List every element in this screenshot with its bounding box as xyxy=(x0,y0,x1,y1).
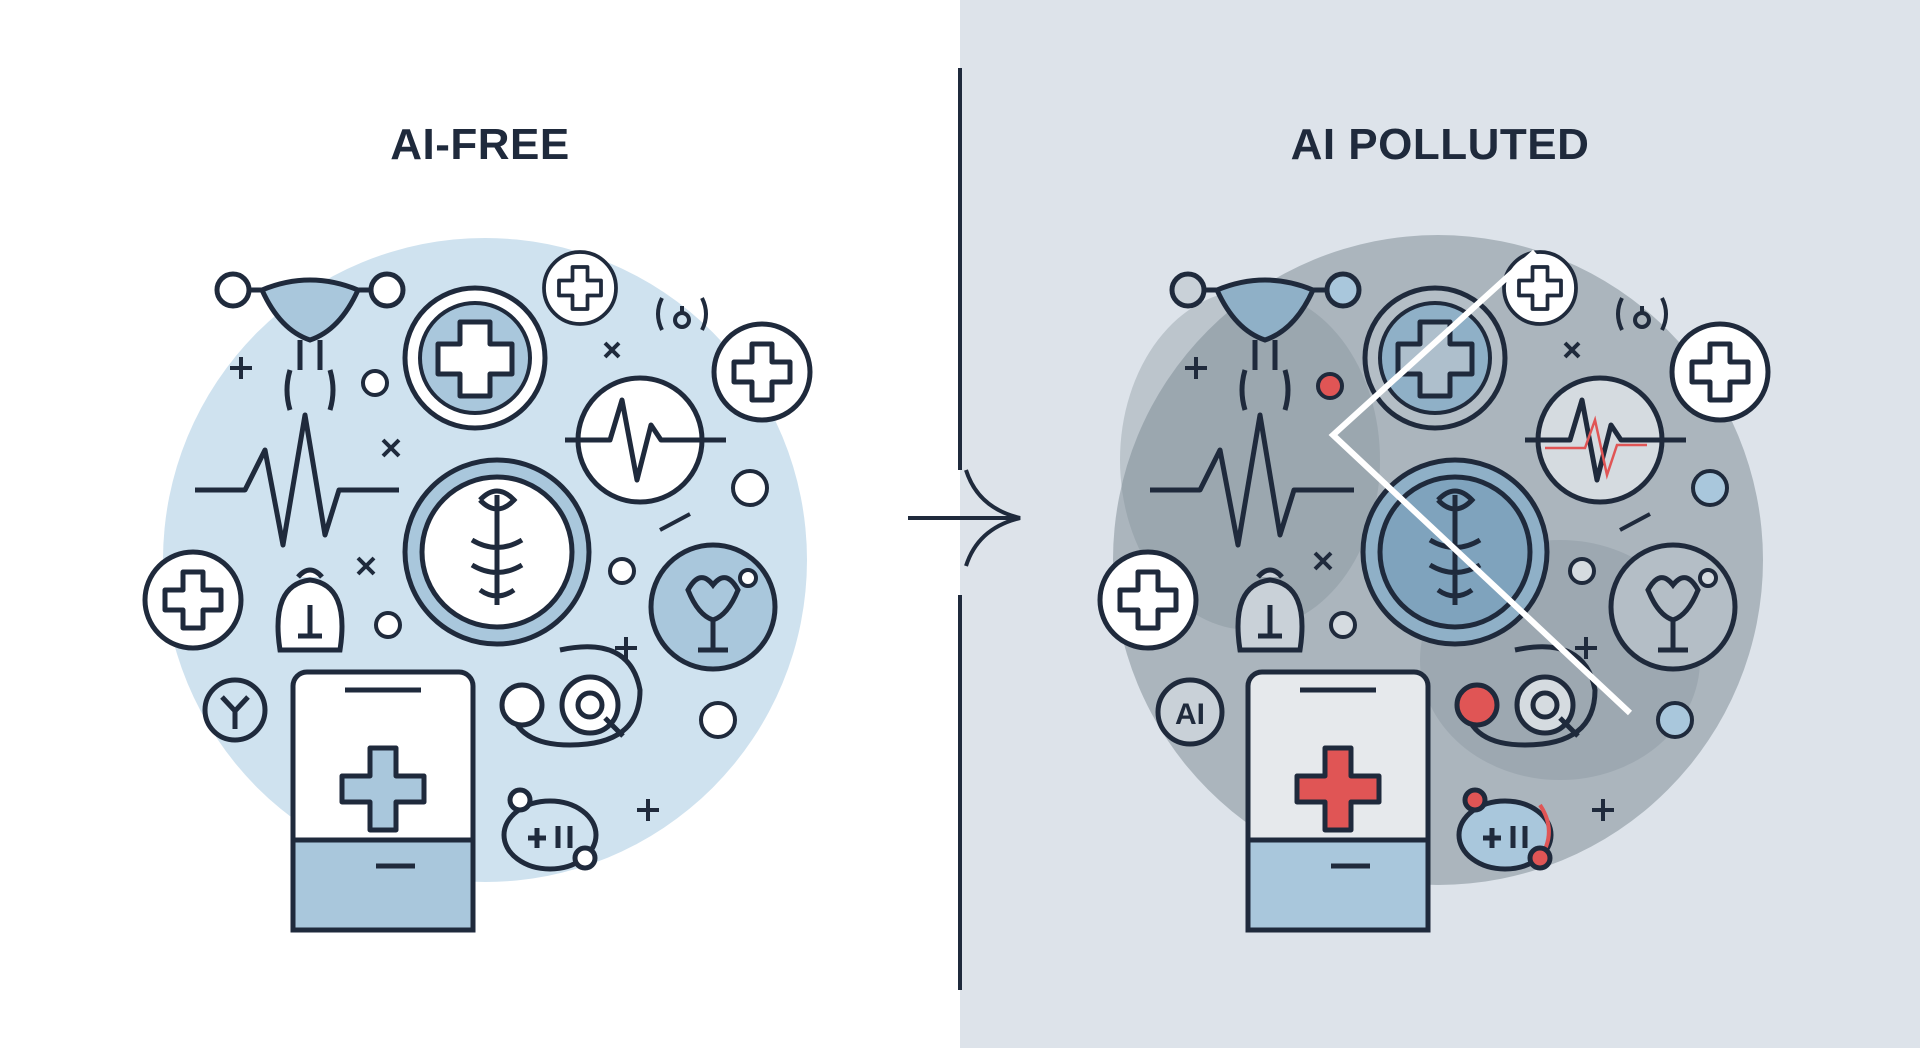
medicine-cabinet-icon xyxy=(1245,669,1431,933)
kettlebell-icon xyxy=(1235,567,1305,653)
medical-cross-icon xyxy=(402,285,548,431)
medical-cross-icon xyxy=(714,324,810,420)
ai-polluted-title: AI POLLUTED xyxy=(1290,120,1590,169)
ai-polluted-icon-cluster: AI xyxy=(1100,235,1768,933)
medicine-cabinet-icon xyxy=(290,669,476,933)
arrow-right-icon xyxy=(908,469,1021,567)
ai-free-icon-cluster xyxy=(145,238,810,933)
scale-icon xyxy=(214,271,406,411)
kettlebell-icon xyxy=(275,567,345,653)
clock-icon xyxy=(202,677,268,743)
scale-icon xyxy=(1169,271,1362,411)
ai-badge: AI xyxy=(1155,677,1225,747)
ai-free-title: AI-FREE xyxy=(390,120,570,169)
medical-cross-icon xyxy=(145,552,241,648)
heartbeat-icon xyxy=(1525,375,1686,505)
decorative-marks xyxy=(1185,297,1729,821)
heartbeat-icon xyxy=(195,412,399,548)
decorative-marks xyxy=(230,297,769,821)
caduceus-icon xyxy=(402,457,592,647)
medical-cross-icon xyxy=(1100,552,1196,648)
pill-icon xyxy=(501,787,599,872)
medical-cross-icon xyxy=(1362,285,1508,431)
heartbeat-icon xyxy=(1150,412,1354,548)
crack-line xyxy=(1328,249,1633,716)
medical-cross-icon xyxy=(1502,250,1578,326)
heartbeat-icon xyxy=(565,375,726,505)
wine-glass-icon xyxy=(1608,542,1738,672)
medical-cross-icon xyxy=(1672,324,1768,420)
medical-cross-icon xyxy=(542,250,618,326)
wine-glass-icon xyxy=(648,542,778,672)
ai-badge-label: AI xyxy=(1175,698,1205,731)
stethoscope-icon xyxy=(499,644,643,748)
pill-icon xyxy=(1456,787,1554,872)
